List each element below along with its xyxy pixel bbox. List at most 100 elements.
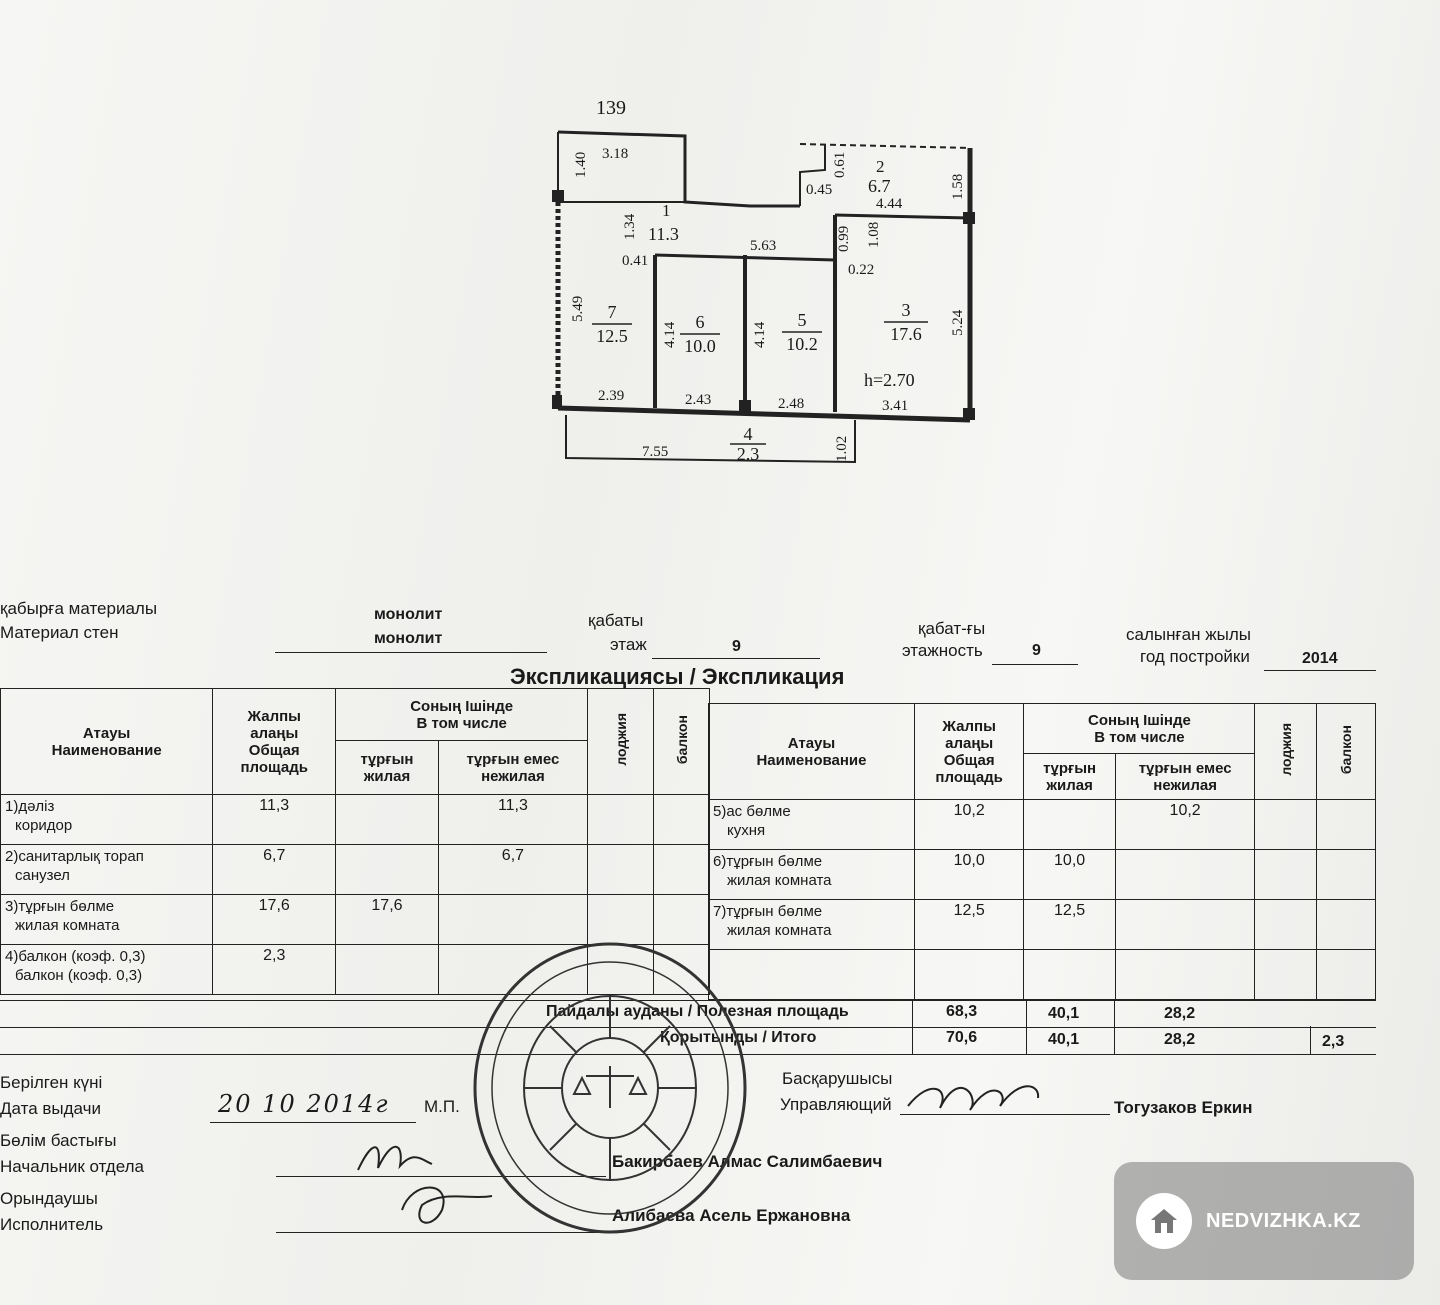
issued-label-kz: Берілген күні	[0, 1073, 103, 1092]
dim-label: 3.41	[882, 398, 908, 414]
dim-label: 1.34	[622, 213, 638, 240]
room-1-number: 1	[662, 201, 671, 220]
dim-label: 0.22	[848, 262, 874, 278]
year-label-kz: салынған жылы	[1126, 625, 1251, 644]
row-total: 10,0	[913, 849, 1025, 900]
dim-label: 4.14	[662, 321, 678, 348]
exec-signature-line	[276, 1232, 606, 1233]
row-total: 17,6	[212, 894, 337, 945]
useful-area-living: 40,1	[1048, 1005, 1080, 1022]
row-living	[1023, 799, 1116, 850]
total-area-balcony: 2,3	[1322, 1033, 1345, 1050]
floor-plan: 139 3.18 1.40 1.34 0.41 1 11.3 5.63 0.61…	[552, 97, 975, 464]
row-total: 2,3	[212, 944, 337, 995]
row-nonliving	[437, 944, 589, 995]
column-mark	[963, 408, 975, 420]
dim-label: 4.44	[876, 196, 903, 212]
dept-signature	[357, 1145, 433, 1171]
table-row	[708, 949, 1377, 1000]
total-area-living: 40,1	[1048, 1031, 1080, 1048]
dim-label: 0.61	[832, 152, 848, 178]
floor-value: 9	[732, 638, 741, 655]
ceiling-height: h=2.70	[864, 370, 915, 390]
row-living	[335, 844, 439, 895]
floor-underline	[652, 658, 820, 659]
col-header-total: Жалпы алаңы Общая площадь	[212, 688, 337, 795]
dept-label-kz: Бөлім бастығы	[0, 1131, 117, 1150]
row-nonliving	[1114, 849, 1256, 900]
exec-label-ru: Исполнитель	[0, 1215, 104, 1234]
col-header-including: Соның Ішінде В том числе	[335, 688, 589, 741]
dim-label: 5.24	[950, 309, 966, 336]
row-name: 4)балкон (коэф. 0,3)балкон (коэф. 0,3)	[0, 944, 214, 995]
row-living: 12,5	[1023, 899, 1116, 950]
issue-date: 20 10 2014г	[218, 1090, 390, 1118]
row-nonliving: 11,3	[437, 794, 589, 845]
col-header-balcony: балкон	[653, 688, 710, 795]
issued-label-ru: Дата выдачи	[0, 1099, 101, 1118]
row-nonliving: 10,2	[1114, 799, 1256, 850]
row-living	[335, 944, 439, 995]
col-header-living: тұрғын жилая	[1023, 753, 1116, 800]
floors-underline	[992, 664, 1078, 665]
useful-area-nonliving: 28,2	[1164, 1005, 1196, 1022]
row-living	[335, 794, 439, 845]
useful-area-label: Пайдалы ауданы / Полезная площадь	[546, 1003, 849, 1020]
exec-name: Алибаева Асель Ержановна	[612, 1206, 851, 1225]
column-mark	[963, 212, 975, 224]
dim-label: 5.63	[750, 238, 776, 254]
floors-label-ru: этажность	[902, 641, 983, 660]
explication-table-left: Атауы Наименование Жалпы алаңы Общая пло…	[0, 688, 710, 995]
wall-material-label-ru: Материал стен	[0, 623, 119, 642]
dim-label: 5.49	[570, 296, 586, 322]
col-header-nonliving: тұрғын емес нежилая	[437, 740, 589, 795]
wall-material-value-kz: монолит	[374, 606, 443, 623]
room-6-area: 10.0	[684, 336, 716, 356]
total-area-label: Қорытынды / Итого	[660, 1029, 817, 1046]
floor-label-ru: этаж	[610, 635, 647, 654]
dim-label: 0.41	[622, 253, 648, 269]
official-stamp	[473, 942, 747, 1234]
col-header-living: тұрғын жилая	[335, 740, 439, 795]
room-2-area: 6.7	[868, 176, 891, 196]
dim-label: 2.39	[598, 388, 624, 404]
stamp-place-label: М.П.	[424, 1097, 460, 1116]
col-header-name: Атауы Наименование	[708, 703, 915, 800]
useful-area-row: Пайдалы ауданы / Полезная площадь 68,3 4…	[0, 1000, 1376, 1028]
dim-label: 1.08	[866, 222, 882, 248]
useful-area-total: 68,3	[946, 1003, 978, 1020]
explication-title: Экспликациясы / Экспликация	[510, 664, 845, 689]
row-nonliving	[437, 894, 589, 945]
room-3-number: 3	[902, 300, 911, 320]
dim-label: 7.55	[642, 444, 668, 460]
dim-label: 1.02	[834, 436, 850, 462]
dim-label: 0.99	[836, 226, 852, 252]
wall-material-value-ru: монолит	[374, 630, 443, 647]
year-value: 2014	[1302, 650, 1338, 667]
room-7-number: 7	[608, 302, 617, 322]
col-header-name: Атауы Наименование	[0, 688, 214, 795]
room-1-area: 11.3	[648, 224, 679, 244]
year-underline	[1264, 670, 1376, 671]
column-mark	[552, 190, 564, 202]
wall-material-underline	[275, 652, 547, 653]
dim-label: 3.18	[602, 146, 628, 162]
dim-label: 2.43	[685, 392, 711, 408]
floors-value: 9	[1032, 642, 1041, 659]
head-label-ru: Управляющий	[780, 1095, 892, 1114]
row-total: 12,5	[913, 899, 1025, 950]
room-6-number: 6	[696, 312, 705, 332]
room-5-number: 5	[798, 310, 807, 330]
watermark-badge: NEDVIZHKA.KZ	[1114, 1162, 1414, 1280]
head-signature	[907, 1085, 1040, 1111]
room-4-number: 4	[744, 424, 753, 444]
floor-label-kz: қабаты	[588, 611, 644, 630]
column-mark	[739, 400, 751, 414]
